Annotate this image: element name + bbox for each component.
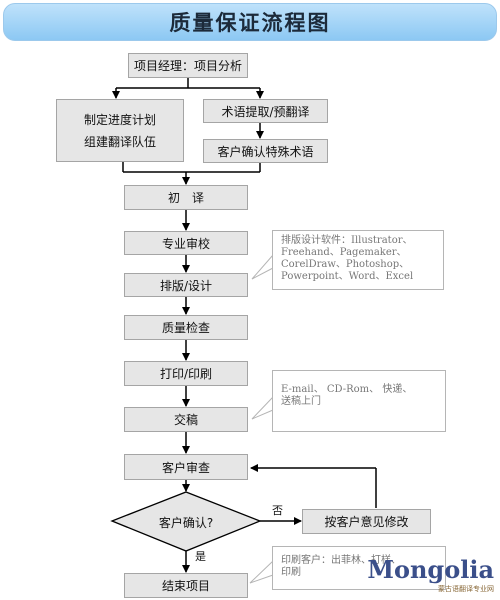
terminology-box: 术语提取/预翻译 xyxy=(203,99,328,123)
quality-check-box: 质量检查 xyxy=(124,315,248,340)
layout-design-label: 排版/设计 xyxy=(159,278,213,293)
client-review-label: 客户审查 xyxy=(161,460,210,475)
client-terms-label: 客户确认特殊术语 xyxy=(217,144,314,159)
revise-box: 按客户意见修改 xyxy=(302,509,431,534)
yes-label: 是 xyxy=(195,550,206,563)
revise-label: 按客户意见修改 xyxy=(324,515,409,529)
professional-review-label: 专业审校 xyxy=(161,236,210,251)
first-translation-box: 初 译 xyxy=(124,185,248,210)
first-translation-label: 初 译 xyxy=(167,191,204,205)
title-bar: 质量保证流程图 xyxy=(3,3,497,41)
terminology-label: 术语提取/预翻译 xyxy=(221,104,310,119)
end-project-label: 结束项目 xyxy=(161,579,210,593)
mongolia-logo: Mongolia 蒙古语翻译专业网 xyxy=(367,555,494,594)
quality-check-label: 质量检查 xyxy=(161,321,210,335)
print-label: 打印/印刷 xyxy=(159,367,213,381)
decision-diamond xyxy=(110,491,262,552)
schedule-team-box: 制定进度计划 组建翻译队伍 xyxy=(56,99,184,162)
print-clients-text: 印刷客户：出菲林、打样、 印刷 xyxy=(281,555,401,578)
end-project-box: 结束项目 xyxy=(124,573,248,598)
client-terms-box: 客户确认特殊术语 xyxy=(203,139,328,163)
print-box: 打印/印刷 xyxy=(124,361,248,386)
layout-software-text: 排版设计软件：Illustrator、 Freehand、Pagemaker、 … xyxy=(281,235,414,282)
no-label: 否 xyxy=(272,504,283,517)
schedule-plan-label: 制定进度计划 xyxy=(83,112,156,127)
logo-word: Mongolia xyxy=(367,555,494,584)
delivery-methods-note: E-mail、 CD-Rom、 快递、 送稿上门 xyxy=(272,370,446,432)
print-clients-note: 印刷客户：出菲林、打样、 印刷 xyxy=(272,546,446,590)
layout-software-note: 排版设计软件：Illustrator、 Freehand、Pagemaker、 … xyxy=(272,230,444,290)
layout-design-box: 排版/设计 xyxy=(124,273,248,297)
logo-subtitle: 蒙古语翻译专业网 xyxy=(438,585,494,593)
delivery-box: 交稿 xyxy=(124,407,248,432)
delivery-methods-text: E-mail、 CD-Rom、 快递、 送稿上门 xyxy=(281,384,413,407)
project-analysis-box: 项目经理：项目分析 xyxy=(128,53,248,78)
client-confirm-label: 客户确认? xyxy=(158,516,214,530)
build-team-label: 组建翻译队伍 xyxy=(83,134,156,149)
page-title: 质量保证流程图 xyxy=(169,11,331,35)
delivery-label: 交稿 xyxy=(173,413,198,427)
professional-review-box: 专业审校 xyxy=(124,231,248,255)
client-review-box: 客户审查 xyxy=(124,454,248,480)
project-analysis-label: 项目经理：项目分析 xyxy=(133,59,242,73)
